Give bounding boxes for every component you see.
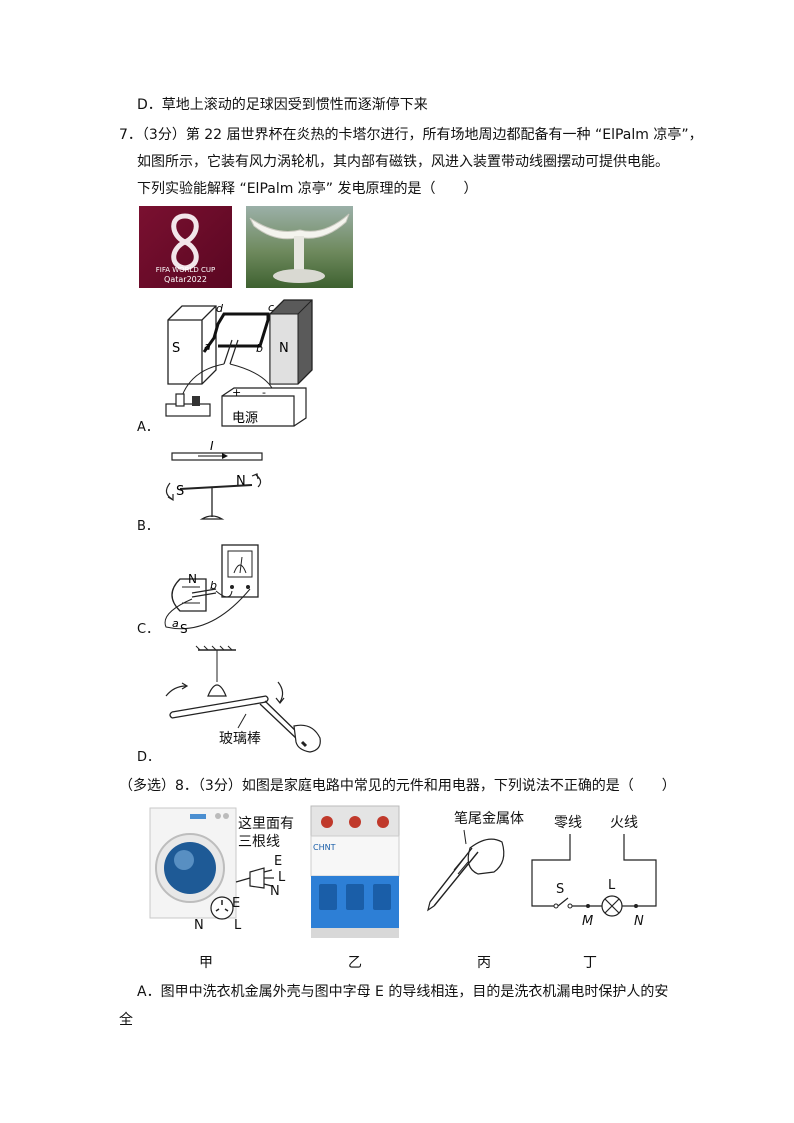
- option-c-label: C．: [137, 622, 160, 637]
- trophy-logo-icon: [171, 213, 199, 271]
- ding-lamp-l: L: [608, 878, 616, 893]
- ding-point-n: N: [634, 914, 644, 929]
- figure-c-induction: N S a b: [164, 544, 259, 636]
- fig-b-s: S: [176, 484, 184, 499]
- figure-jia-washing-machine: 这里面有 三根线 E L N E N L: [146, 807, 296, 933]
- fig-a-s: S: [172, 341, 180, 356]
- jia-note-1: 这里面有: [238, 816, 294, 832]
- q7-stem-line2: 如图所示，它装有风力涡轮机，其内部有磁铁，风进入装置带动线圈摆动可提供电能。: [137, 154, 669, 170]
- yi-brand: CHNT: [313, 843, 336, 852]
- q8-stem: （多选）8．（3分）如图是家庭电路中常见的元件和用电器，下列说法不正确的是（ ）: [119, 778, 676, 794]
- fig-b-current: I: [210, 439, 214, 453]
- figure-b-oersted: I S N: [165, 439, 263, 520]
- bing-note: 笔尾金属体: [454, 811, 524, 827]
- figure-ding-lamp-circuit: 零线 火线 S L M N: [528, 810, 660, 929]
- jia-socket-l: L: [234, 918, 242, 933]
- jia-socket-n: N: [194, 918, 204, 933]
- ding-live: 火线: [610, 815, 638, 831]
- fig-a-c: c: [268, 301, 274, 314]
- logo-text-1: FIFA WORLD CUP: [155, 266, 216, 274]
- figure-a-motor: S N a b c d + - 电源: [165, 299, 313, 427]
- caption-jia: 甲: [199, 955, 213, 971]
- jia-note-2: 三根线: [238, 834, 280, 850]
- option-b-label: B．: [137, 519, 159, 534]
- jia-plug-e: E: [274, 854, 283, 869]
- fig-a-b: b: [256, 342, 263, 355]
- world-cup-logo-image: FIFA WORLD CUP Qatar2022: [139, 206, 232, 288]
- option-a-label: A．: [137, 420, 159, 435]
- fig-a-plus: +: [232, 386, 241, 399]
- fig-c-s: S: [180, 622, 188, 636]
- q6-option-d: D．草地上滚动的足球因受到惯性而逐渐停下来: [137, 97, 428, 113]
- logo-text-2: Qatar2022: [164, 275, 207, 284]
- ding-switch-s: S: [556, 882, 565, 897]
- ding-neutral: 零线: [554, 815, 582, 831]
- figure-d-glass-rod: [165, 645, 321, 753]
- fig-d-rod-label: 玻璃棒: [219, 731, 261, 747]
- figure-bing-test-pen: 笔尾金属体: [424, 808, 524, 912]
- jia-plug-l: L: [278, 870, 286, 885]
- caption-ding: 丁: [583, 955, 597, 971]
- fig-a-n: N: [279, 341, 289, 356]
- fig-a-a: a: [204, 340, 211, 353]
- jia-plug-n: N: [270, 884, 280, 899]
- jia-socket-e: E: [232, 896, 241, 911]
- option-d-label: D．: [137, 750, 161, 765]
- ding-point-m: M: [582, 914, 594, 929]
- caption-bing: 丙: [477, 955, 491, 971]
- fig-a-minus: -: [262, 386, 266, 399]
- elpalm-pavilion-image: [246, 206, 353, 288]
- figure-yi-circuit-breaker: CHNT: [309, 805, 401, 938]
- q8-option-a-line1: A．图甲中洗衣机金属外壳与图中字母 E 的导线相连，目的是洗衣机漏电时保护人的安: [137, 984, 669, 1000]
- fig-c-n: N: [188, 572, 197, 586]
- fig-a-d: d: [216, 302, 224, 315]
- q7-stem-line1: 7．（3分）第 22 届世界杯在炎热的卡塔尔进行，所有场地周边都配备有一种 “E…: [119, 127, 703, 143]
- q8-option-a-line2: 全: [119, 1012, 133, 1028]
- fig-b-n: N: [236, 474, 246, 489]
- fig-a-power: 电源: [232, 411, 258, 426]
- fig-c-a: a: [172, 617, 179, 630]
- caption-yi: 乙: [348, 955, 362, 971]
- fig-c-b: b: [210, 579, 217, 592]
- q7-stem-line3: 下列实验能解释 “ElPalm 凉亭” 发电原理的是（ ）: [137, 181, 478, 197]
